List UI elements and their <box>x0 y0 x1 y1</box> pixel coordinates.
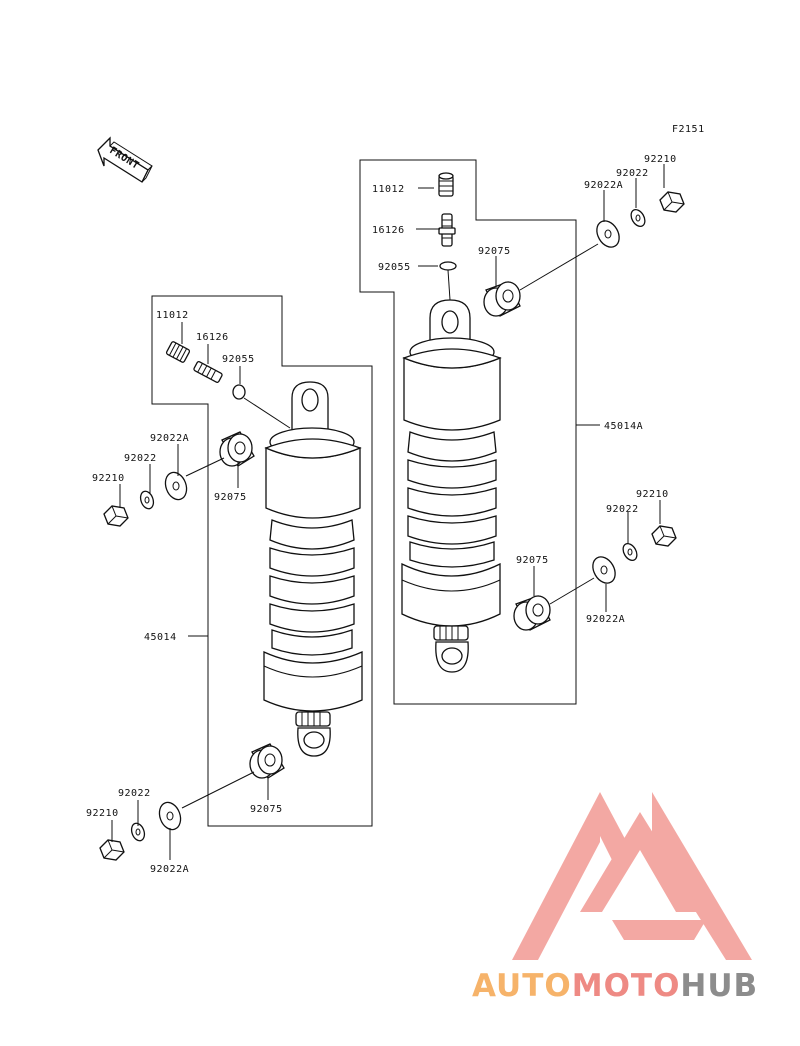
watermark-text: AUTOMOTOHUB <box>472 968 758 1004</box>
label-11012-right: 11012 <box>372 184 405 195</box>
front-arrow: FRONT <box>97 136 153 183</box>
label-92022-right-top: 92022 <box>616 168 649 179</box>
label-92210-left-top: 92210 <box>92 473 125 484</box>
label-92022a-right-top: 92022A <box>584 180 623 191</box>
label-92210-right-top: 92210 <box>644 154 677 165</box>
label-45014: 45014 <box>144 632 177 643</box>
label-92022-right-bottom: 92022 <box>606 504 639 515</box>
right-shock-group: 11012 16126 92055 92075 92022A 92022 922… <box>359 154 685 705</box>
label-92210-left-bottom: 92210 <box>86 808 119 819</box>
label-92022a-left-top: 92022A <box>150 433 189 444</box>
o-ring <box>232 384 246 400</box>
o-ring <box>439 261 457 271</box>
label-92075-right-bottom: 92075 <box>516 555 549 566</box>
right-shock-absorber <box>401 299 502 673</box>
watermark-logo <box>512 792 752 960</box>
label-16126-right: 16126 <box>372 225 405 236</box>
left-top-hardware <box>103 431 255 527</box>
right-bracket-line <box>359 159 577 705</box>
watermark-hub: HUB <box>680 968 758 1004</box>
label-11012-left: 11012 <box>156 310 189 321</box>
label-92022-left-top: 92022 <box>124 453 157 464</box>
air-valve <box>438 213 456 247</box>
watermark-moto: MOTO <box>572 968 681 1004</box>
label-92022-left-bottom: 92022 <box>118 788 151 799</box>
figure-code: F2151 <box>672 124 705 135</box>
left-shock-absorber <box>263 381 363 757</box>
label-45014a: 45014A <box>604 421 643 432</box>
right-top-hardware <box>483 191 685 317</box>
left-bottom-hardware <box>99 743 285 861</box>
label-92055-right: 92055 <box>378 262 411 273</box>
label-92022a-left-bottom: 92022A <box>150 864 189 875</box>
label-92075-left-bottom: 92075 <box>250 804 283 815</box>
valve-cap <box>438 172 454 197</box>
label-92055-left: 92055 <box>222 354 255 365</box>
left-bracket-line <box>151 295 373 827</box>
label-92075-left-top: 92075 <box>214 492 247 503</box>
label-92210-right-bottom: 92210 <box>636 489 669 500</box>
valve-cap <box>165 341 191 363</box>
label-92022a-right-bottom: 92022A <box>586 614 625 625</box>
left-shock-group: 11012 16126 92055 92022A 92022 92210 920… <box>86 295 373 875</box>
right-bottom-hardware <box>513 525 677 631</box>
label-92075-right-top: 92075 <box>478 246 511 257</box>
air-valve <box>193 361 223 383</box>
label-16126-left: 16126 <box>196 332 229 343</box>
watermark-auto: AUTO <box>472 968 572 1004</box>
